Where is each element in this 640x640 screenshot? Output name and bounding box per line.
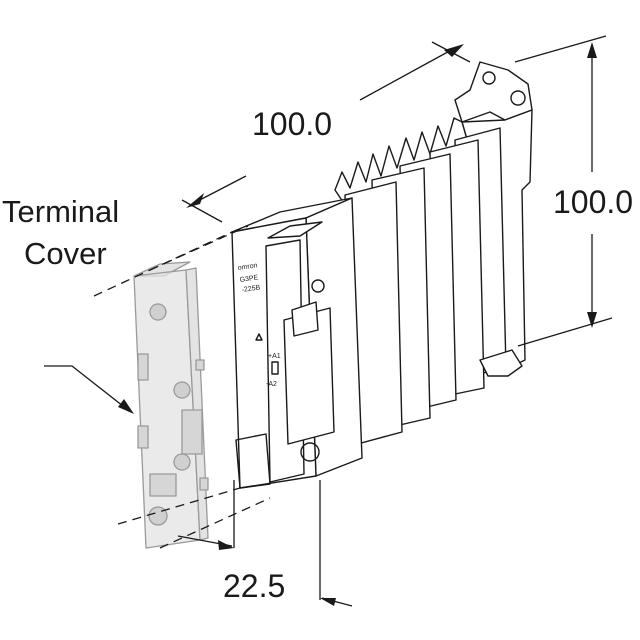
bracket-hole-1 [482,71,496,85]
align-line-upper-corner [149,225,249,271]
terminal-cover-label-line1: Terminal [2,194,120,229]
cover-hole-middle [173,381,191,399]
arrow-callout [118,399,134,414]
cover-clip-1 [195,359,205,371]
cover-slot-3 [181,409,203,455]
upper-terminal [267,221,323,239]
width-dimension-label: 22.5 [223,568,286,604]
arrow-height-top [587,42,597,58]
middle-terminal-tab [291,301,319,337]
height-dimension-label: 100.0 [553,184,634,220]
terminal-cover-label-line2: Cover [24,236,107,271]
top-fins [334,117,471,206]
length-dimension-label: 100.0 [252,106,333,142]
relay-inner-frame [265,239,305,483]
align-line-top [93,231,233,297]
terminal-plus-label: +A1 [268,353,281,360]
arrow-height-bottom [587,312,597,328]
length-dimension-left [193,175,247,204]
relay-marking: omron G3PE -225B +A1 -A2 [237,262,280,388]
terminal-cover [133,261,209,549]
height-extension-top [514,35,607,63]
warning-triangle [255,333,263,341]
relay-bottom-notch [235,433,271,489]
relay-rating: -225B [241,284,261,294]
dimension-lines [44,35,613,607]
heat-sink [334,61,533,447]
height-extension-bottom [517,317,613,347]
lower-screw-hole [300,442,320,462]
upper-screw-hole [311,279,325,293]
align-line-lower-corner [159,497,271,549]
length-dimension-right [359,47,456,101]
align-line-bottom [117,487,241,525]
arrow-length-left [186,193,204,208]
arrow-length-right [444,44,464,57]
relay-brand: omron [237,262,258,272]
length-extension-front [181,199,223,223]
cover-slot-2 [137,425,149,449]
arrowheads [118,42,597,606]
status-led [271,361,279,375]
cover-slot-1 [137,353,149,381]
arrow-width-right [320,598,336,606]
cover-hole-top [149,303,167,321]
cover-slot-4 [149,473,177,497]
bottom-mounting-bracket [479,349,523,377]
relay-block [231,197,363,489]
cover-hole-lower [173,453,191,471]
callout-leader [44,365,129,411]
top-mounting-bracket [454,61,533,123]
bracket-hole-2 [510,90,526,106]
relay-model: G3PE [239,274,259,284]
cover-clip-2 [199,477,209,491]
terminal-minus-label: -A2 [266,381,277,388]
arrow-width-left [218,540,234,550]
